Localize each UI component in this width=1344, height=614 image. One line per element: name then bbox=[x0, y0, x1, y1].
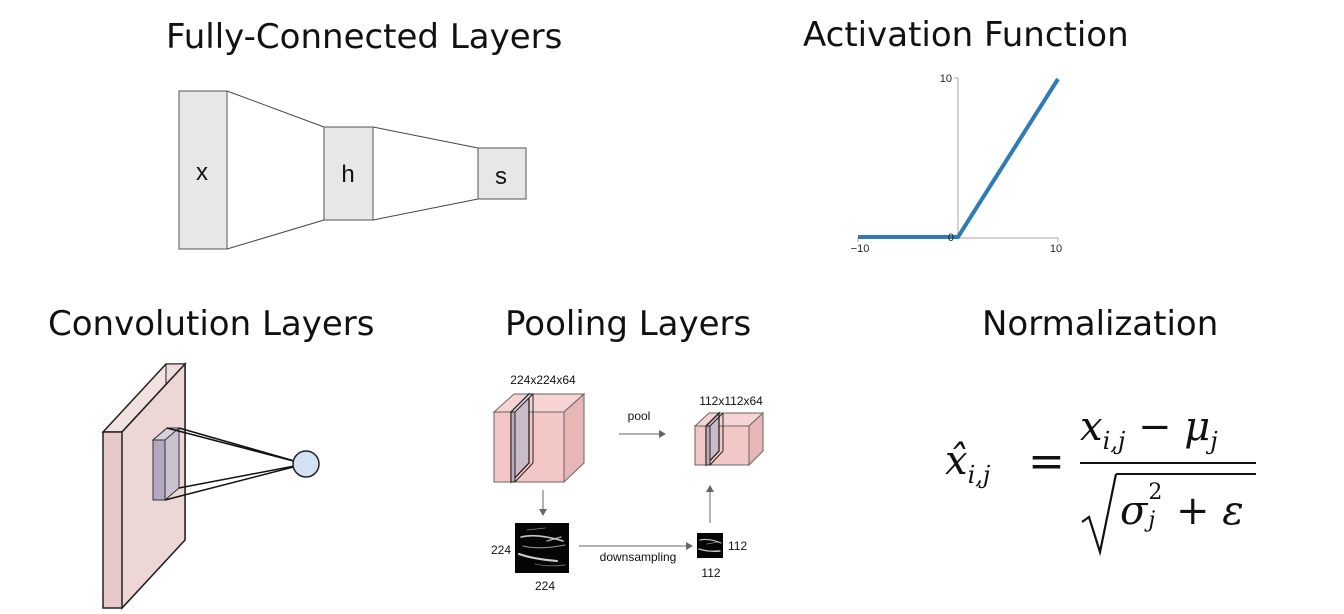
num-minus: − bbox=[1125, 404, 1185, 450]
sqrt-overline bbox=[1116, 473, 1256, 475]
relu-curve bbox=[858, 77, 1060, 239]
pooling-title: Pooling Layers bbox=[505, 304, 752, 344]
small-cube-slice-thick bbox=[705, 425, 711, 466]
fc-layer-h-box bbox=[323, 126, 374, 221]
conv-output-neuron bbox=[292, 450, 320, 478]
fc-diagram: x h s bbox=[178, 90, 527, 250]
down-arrowhead bbox=[539, 509, 547, 516]
pool-output-dims: 112x112x64 bbox=[699, 394, 763, 408]
output-side-bottom: 112 bbox=[701, 566, 720, 580]
pool-label: pool bbox=[628, 409, 651, 423]
num-x-sub: i,j bbox=[1102, 427, 1126, 455]
pool-input-dims: 224x224x64 bbox=[510, 373, 576, 387]
big-cube-slice-thick bbox=[510, 411, 516, 483]
fc-title: Fully-Connected Layers bbox=[166, 17, 563, 57]
small-cube-slice-line bbox=[709, 412, 724, 427]
pool-arrowhead bbox=[659, 430, 666, 438]
pooling-diagram: 224x224x64 pool 112x112x64 224 224 downs… bbox=[491, 373, 765, 593]
small-cube-slice-line bbox=[709, 450, 724, 466]
fc-connector bbox=[372, 126, 479, 149]
input-slice-texture bbox=[518, 527, 566, 567]
fc-layer-s-label: s bbox=[495, 163, 507, 190]
den-plus: + bbox=[1163, 488, 1223, 534]
fc-layer-h-label: h bbox=[341, 161, 354, 188]
conv-filter-front bbox=[152, 439, 166, 501]
den-sigma: σ bbox=[1120, 488, 1148, 534]
fc-connector bbox=[226, 219, 325, 250]
output-slice-texture bbox=[698, 538, 722, 552]
conv-connection bbox=[178, 463, 306, 489]
fc-connector bbox=[226, 90, 325, 128]
conv-title: Convolution Layers bbox=[48, 304, 375, 344]
input-side-bottom: 224 bbox=[535, 579, 555, 593]
formula-numerator: xi,j − μj bbox=[1080, 404, 1218, 455]
norm-title: Normalization bbox=[982, 304, 1219, 344]
den-sigma-sup: 2 bbox=[1148, 480, 1163, 505]
input-side-left: 224 bbox=[491, 543, 511, 557]
fc-layer-x-label: x bbox=[196, 159, 208, 186]
up-arrowhead bbox=[706, 485, 714, 492]
formula-lhs-var: x̂ bbox=[945, 438, 968, 484]
conv-connection bbox=[178, 427, 306, 465]
num-mu-sub: j bbox=[1210, 427, 1218, 455]
sqrt-sign bbox=[1081, 473, 1118, 556]
formula-equals: = bbox=[1028, 436, 1065, 487]
downsampling-label: downsampling bbox=[600, 550, 677, 564]
output-side-right: 112 bbox=[728, 539, 747, 553]
x-min-tick-label: −10 bbox=[851, 243, 870, 255]
fc-layer-s-box bbox=[477, 147, 527, 200]
big-cube-slice-line bbox=[514, 462, 534, 483]
conv-connection bbox=[164, 463, 306, 501]
den-eps: ε bbox=[1222, 488, 1244, 534]
y-max-tick-label: 10 bbox=[940, 73, 952, 85]
fc-connector bbox=[372, 198, 479, 221]
den-sigma-sub: j bbox=[1148, 508, 1156, 533]
fc-layer-x-box bbox=[178, 90, 228, 250]
num-x: x bbox=[1080, 404, 1103, 450]
small-cube-front bbox=[694, 425, 750, 466]
output-slice-image bbox=[697, 533, 723, 558]
downsampling-arrowhead bbox=[686, 542, 693, 550]
formula-lhs: x̂i,j bbox=[945, 438, 990, 489]
formula-lhs-sub: i,j bbox=[967, 461, 991, 489]
origin-tick-label: 0 bbox=[948, 232, 954, 244]
formula-fraction-bar bbox=[1080, 462, 1256, 464]
num-mu: μ bbox=[1184, 404, 1211, 450]
conv-diagram bbox=[101, 362, 320, 610]
activation-title: Activation Function bbox=[803, 15, 1129, 55]
activation-plot: 10 0 −10 10 bbox=[851, 73, 1062, 255]
x-max-tick-label: 10 bbox=[1050, 243, 1062, 255]
